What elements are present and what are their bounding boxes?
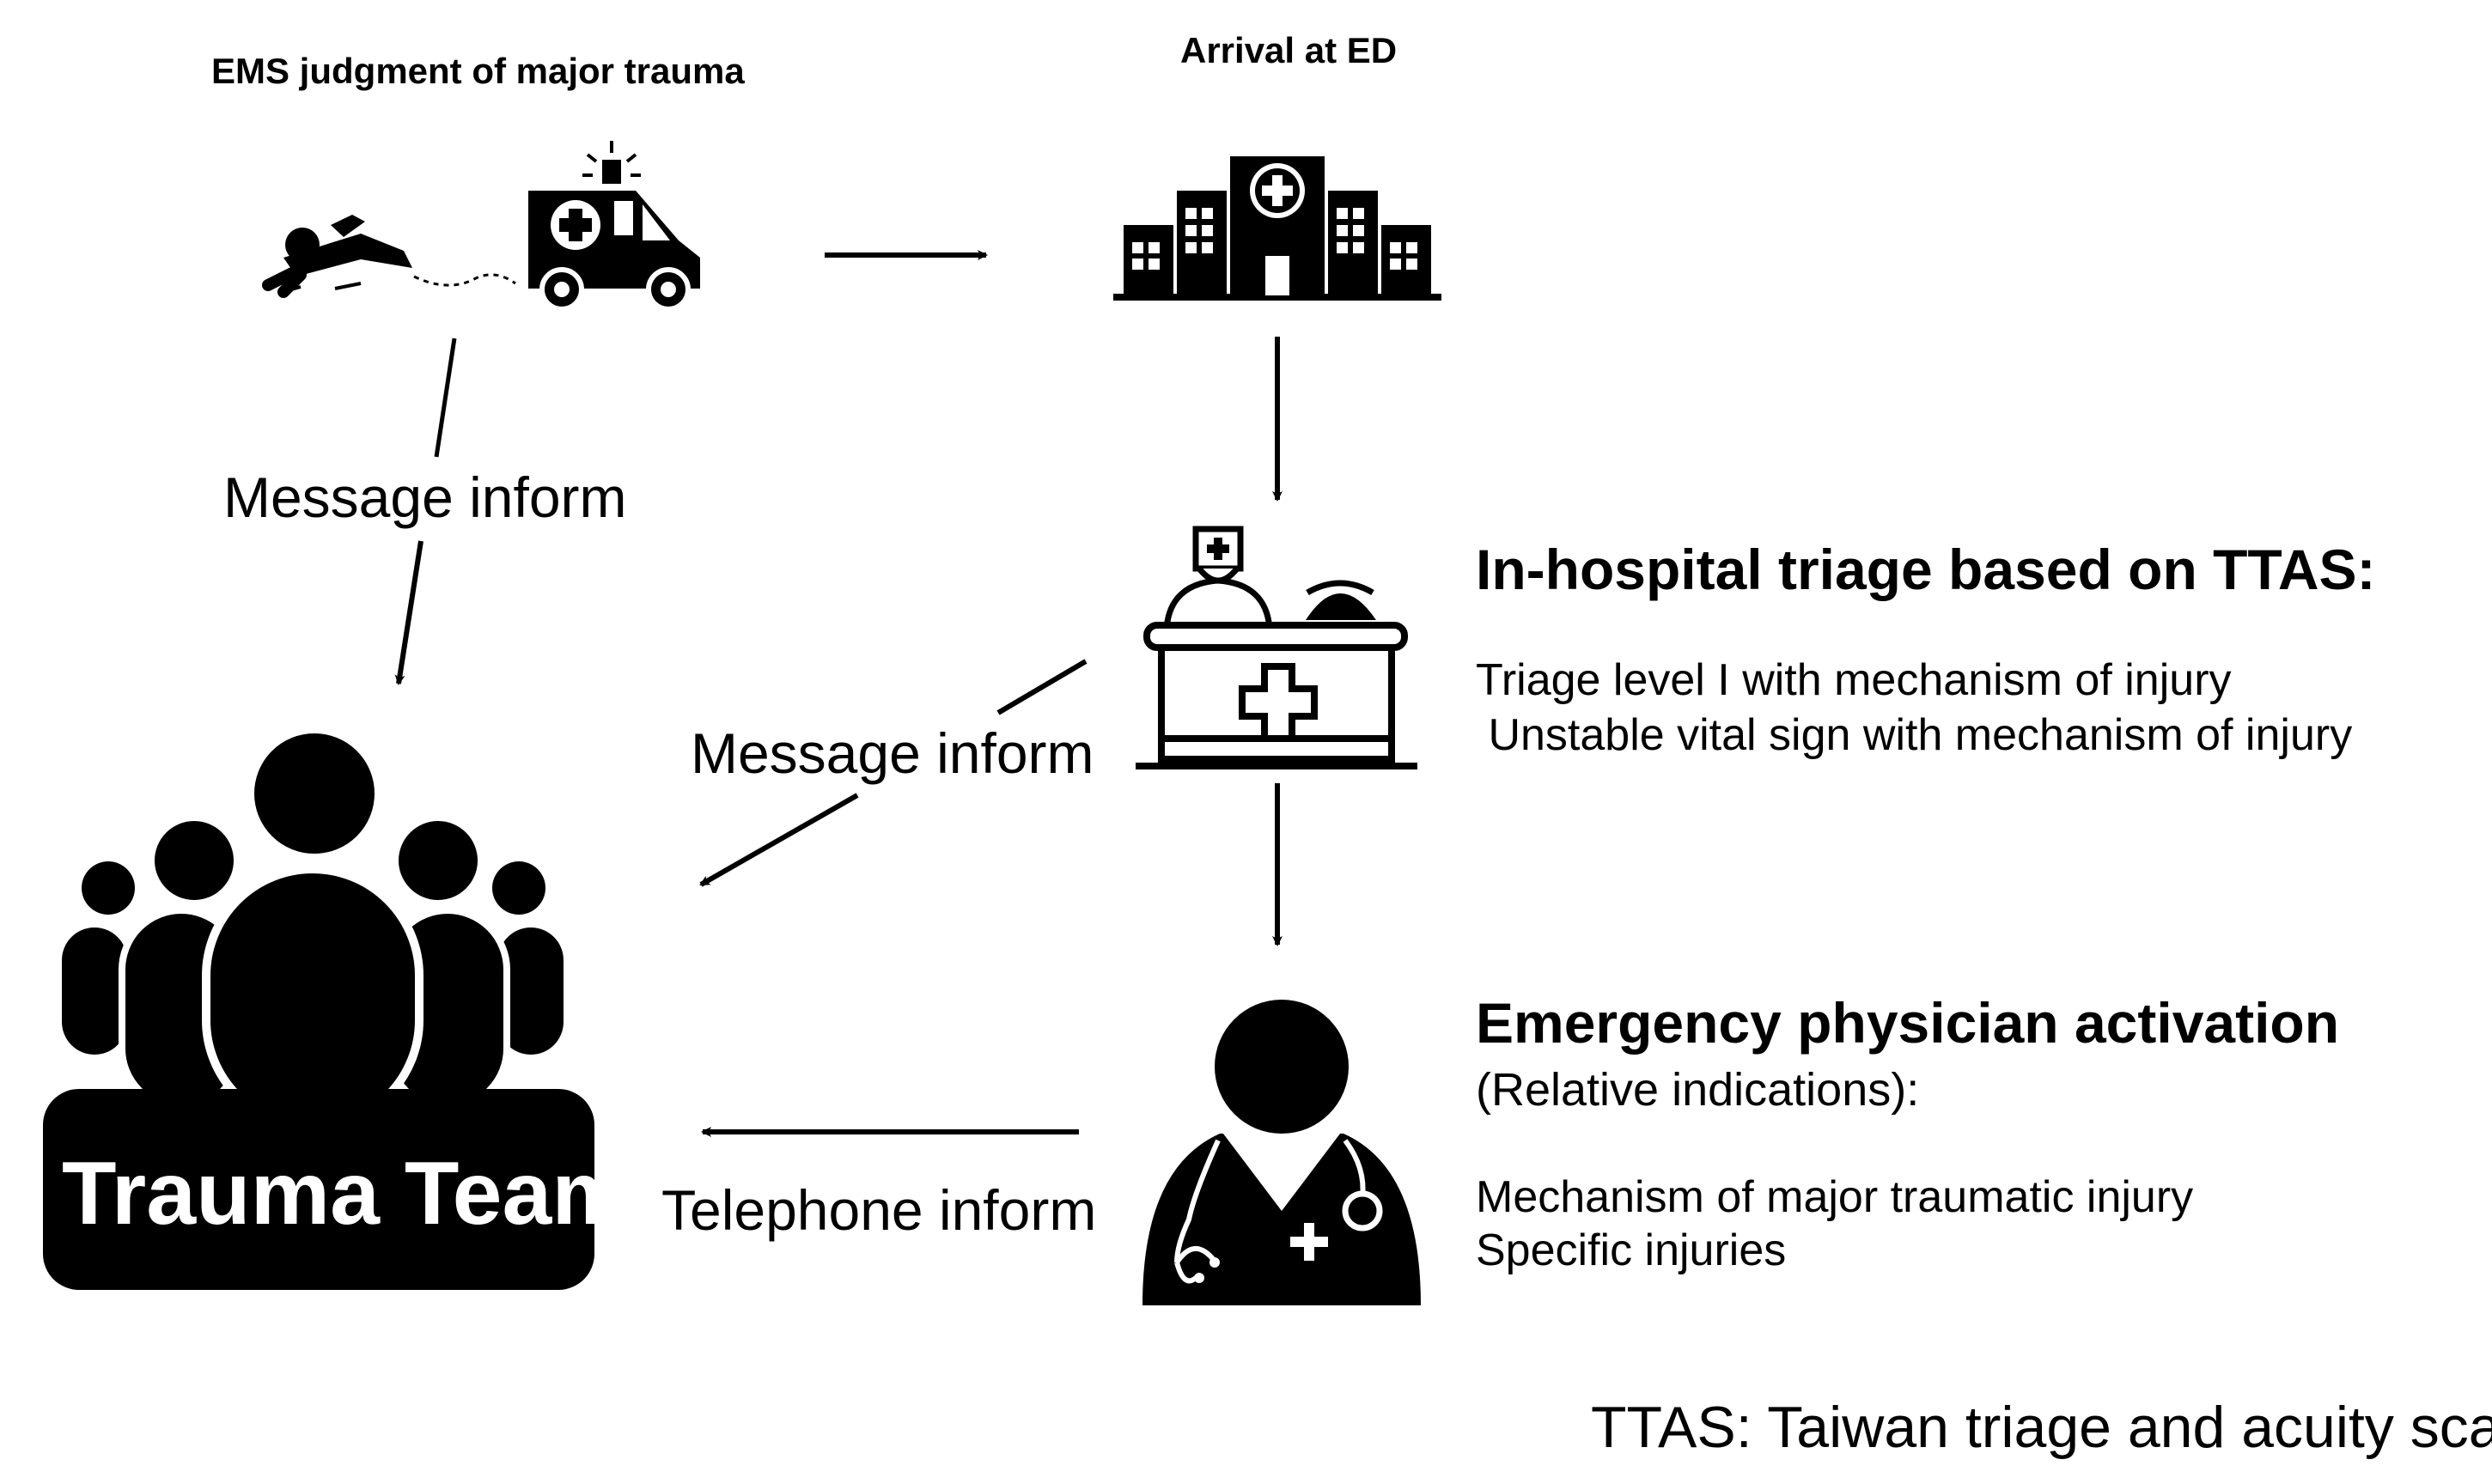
line-ems-to-label [434, 338, 457, 458]
triage-item: Unstable vital sign with mechanism of in… [1476, 710, 2353, 760]
line-triage-to-label [996, 659, 1088, 715]
ems-label: EMS judgment of major trauma [211, 51, 745, 91]
hospital-icon [1113, 156, 1441, 301]
physician-item: Mechanism of major traumatic injury [1476, 1172, 2194, 1222]
arrow-triage-to-team [699, 793, 859, 887]
triage-title: In-hospital triage based on TTAS: [1476, 538, 2376, 601]
message-inform-label-triage: Message inform [691, 721, 1094, 785]
arrow-ems-to-team [394, 540, 423, 685]
arrival-label: Arrival at ED [1180, 30, 1398, 70]
trauma-team-icon [43, 727, 594, 1290]
footnote: TTAS: Taiwan triage and acuity scale [1591, 1395, 2492, 1460]
telephone-inform-label: Telephone inform [661, 1178, 1097, 1242]
triage-item: Triage level I with mechanism of injury [1476, 655, 2232, 705]
physician-icon [1142, 1000, 1421, 1305]
physician-item: Specific injuries [1476, 1226, 1787, 1275]
fallen-person-icon [262, 215, 516, 298]
physician-subtitle: (Relative indications): [1476, 1064, 1920, 1116]
ambulance-icon [528, 141, 700, 312]
physician-title: Emergency physician activation [1476, 991, 2340, 1055]
message-inform-label-ems: Message inform [223, 465, 627, 529]
trauma-team-label: Trauma Team [62, 1144, 631, 1244]
triage-desk-icon [1136, 526, 1417, 769]
